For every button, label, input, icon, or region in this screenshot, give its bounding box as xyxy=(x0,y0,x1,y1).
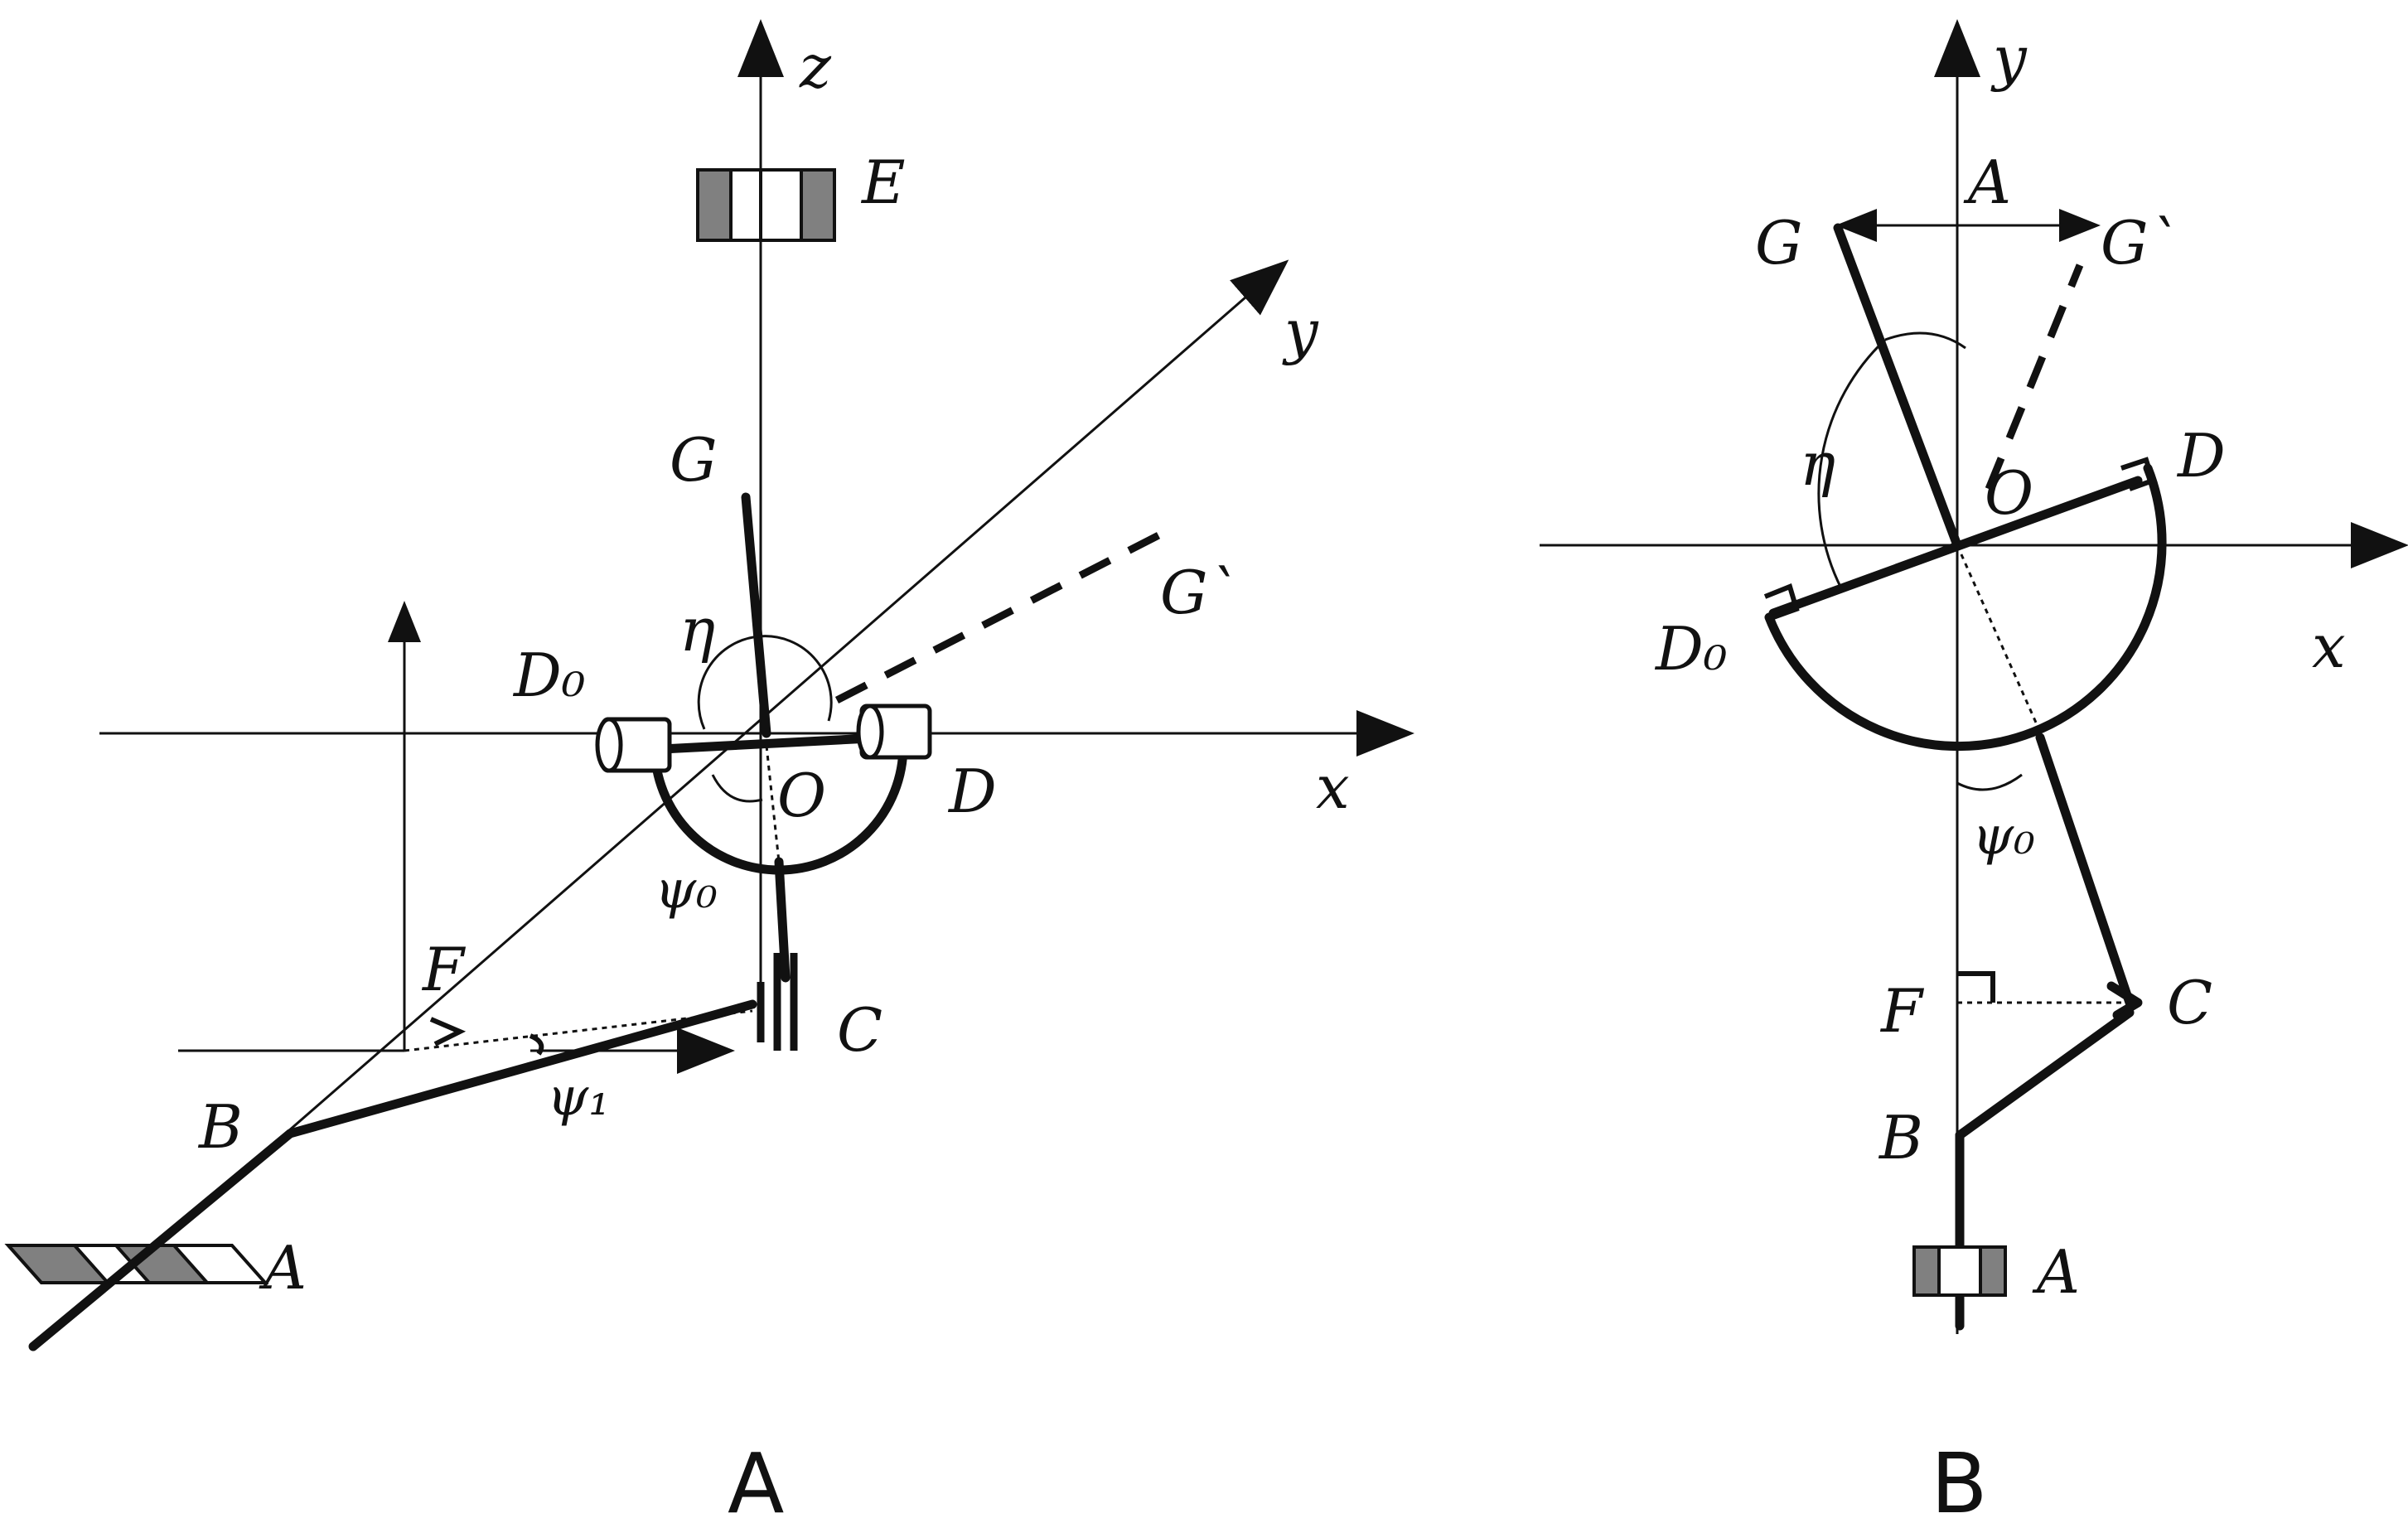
b-yoke xyxy=(1764,463,2167,752)
a-cylinder-d xyxy=(856,703,932,760)
a-dotted-fc xyxy=(404,1009,753,1052)
b-crank-cb xyxy=(1955,1008,2135,1140)
a-label-e: E xyxy=(860,147,906,217)
b-psi0-arc xyxy=(1956,773,2023,791)
a-label-g-prime: G` xyxy=(1160,558,1238,627)
a-cylinder-d0 xyxy=(595,717,672,773)
b-label-b: B xyxy=(1878,1103,1923,1172)
a-eta-arc xyxy=(697,635,833,730)
b-label-eta: η xyxy=(1800,429,1835,499)
b-caption: B xyxy=(1931,1435,1988,1523)
a-crank-bc xyxy=(285,999,757,1139)
a-label-c: C xyxy=(837,995,882,1065)
b-bearing-a xyxy=(1912,1245,2007,1297)
a-label-o: O xyxy=(777,761,826,830)
b-joint-c xyxy=(2106,981,2143,1020)
figure-b: y A G G` η O D D₀ x ψ₀ F C B A B xyxy=(1540,19,2408,1523)
a-label-a: A xyxy=(259,1233,307,1303)
b-label-a-top: A xyxy=(1963,147,2011,217)
a-label-g: G xyxy=(670,425,718,495)
a-label-psi0: ψ₀ xyxy=(655,859,718,921)
b-label-c: C xyxy=(2167,968,2212,1037)
a-label-x: x xyxy=(1316,752,1350,822)
a-link-oc xyxy=(774,857,791,983)
a-joint-c xyxy=(757,953,798,1051)
a-label-f: F xyxy=(421,935,467,1004)
b-rod-og-prime xyxy=(1985,264,2084,491)
a-rod-og xyxy=(741,492,771,738)
a-label-b: B xyxy=(197,1092,243,1162)
a-label-y: y xyxy=(1282,297,1319,366)
a-psi1-arc xyxy=(529,1033,544,1056)
b-label-g: G xyxy=(1755,208,1803,278)
b-link-c xyxy=(2035,732,2135,1008)
a-label-z: z xyxy=(799,31,832,101)
a-label-psi1: ψ₁ xyxy=(547,1066,610,1128)
b-label-d0: D₀ xyxy=(1654,614,1728,684)
b-label-y: y xyxy=(1990,23,2028,93)
b-label-g-prime: G` xyxy=(2101,208,2178,278)
a-cross-shaft xyxy=(641,732,892,755)
a-y-axis xyxy=(288,259,1289,1133)
a-caption: A xyxy=(728,1435,784,1523)
b-label-f: F xyxy=(1879,976,1925,1046)
b-label-a: A xyxy=(2032,1237,2080,1307)
b-cap-d xyxy=(2120,457,2156,491)
b-dotted-o-down xyxy=(1956,544,2044,738)
b-eta-arc-top xyxy=(1884,331,1966,350)
a-label-d: D xyxy=(947,757,997,826)
b-cross-shaft xyxy=(1768,476,2143,618)
a-input-shaft xyxy=(28,1129,295,1351)
a-label-d0: D₀ xyxy=(512,641,586,710)
a-yoke xyxy=(650,741,908,875)
a-label-eta: η xyxy=(679,595,715,665)
b-cap-d0 xyxy=(1763,583,1800,620)
b-label-psi0: ψ₀ xyxy=(1972,805,2035,867)
b-eta-arc xyxy=(1817,338,1887,589)
b-right-angle-f xyxy=(1957,971,1995,1003)
a-bearing-e xyxy=(696,168,836,242)
a-inner-arc xyxy=(711,774,763,803)
b-rod-og xyxy=(1833,223,1962,550)
b-label-o: O xyxy=(1985,458,2033,528)
a-rod-og-prime xyxy=(834,526,1171,704)
figure-a: z E y G G` η D₀ O D x ψ₀ F C B ψ₁ A A xyxy=(4,19,1414,1523)
b-label-x: x xyxy=(2312,612,2346,681)
a-right-angle-f xyxy=(429,1017,467,1047)
b-label-d: D xyxy=(2176,421,2226,491)
